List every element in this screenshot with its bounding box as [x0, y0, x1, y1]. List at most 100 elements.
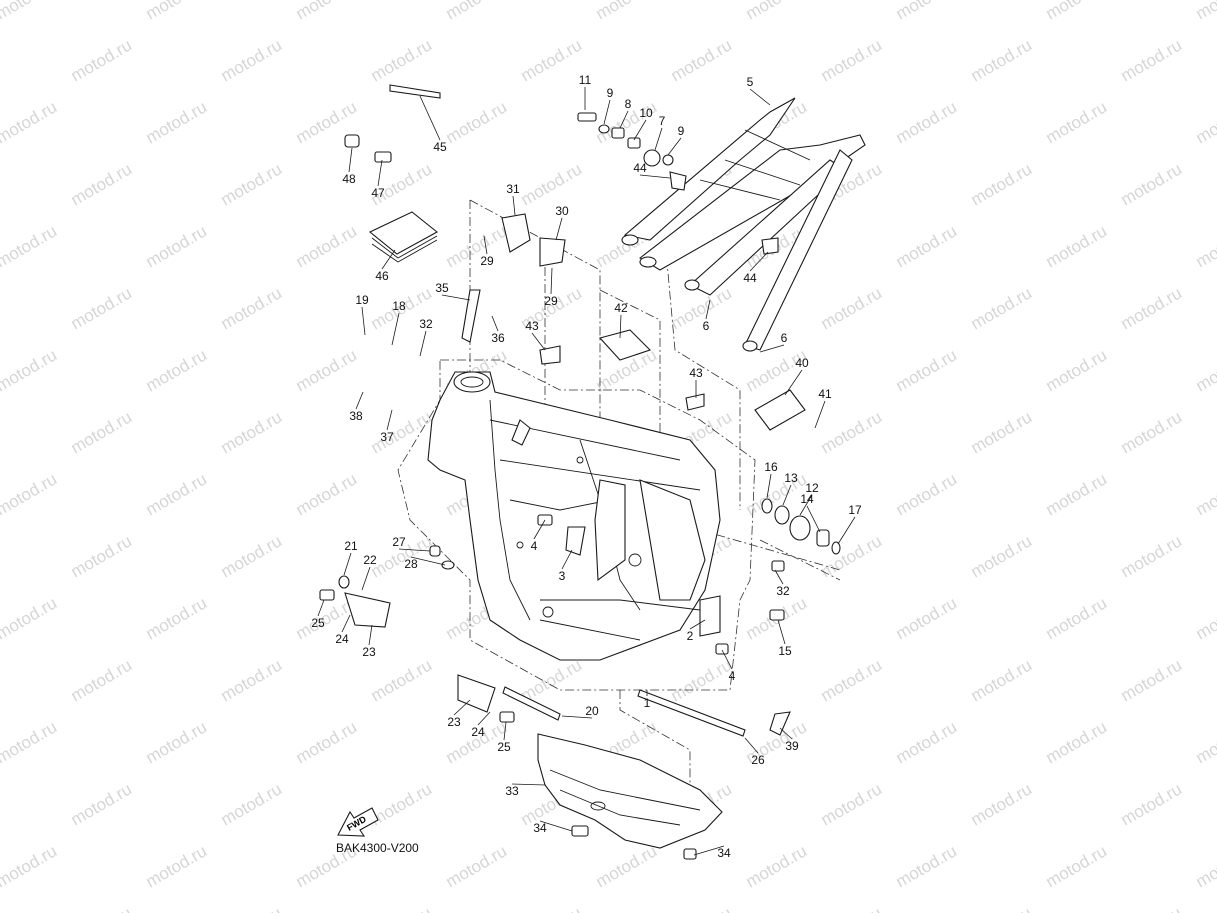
- watermark-text: motod.ru: [818, 779, 886, 829]
- callout-number: 13: [784, 471, 798, 485]
- watermark-text: motod.ru: [1193, 469, 1217, 519]
- watermark-text: motod.ru: [0, 345, 60, 395]
- watermark-text: motod.ru: [368, 655, 436, 705]
- callout-number: 29: [544, 294, 558, 308]
- callout-leader: [410, 556, 446, 566]
- callout-number: 10: [639, 106, 653, 120]
- watermark-text: motod.ru: [0, 469, 60, 519]
- callout-number: 43: [689, 366, 703, 380]
- watermark-text: motod.ru: [68, 779, 136, 829]
- callout-leader: [511, 783, 546, 786]
- callout-number: 28: [404, 557, 418, 571]
- watermark-text: motod.ru: [218, 779, 286, 829]
- watermark-text: motod.ru: [818, 283, 886, 333]
- callout-number: 18: [392, 299, 406, 313]
- watermark-text: motod.ru: [218, 35, 286, 85]
- watermark-text: motod.ru: [443, 0, 511, 23]
- watermark-text: motod.ru: [893, 221, 961, 271]
- watermark-text: motod.ru: [0, 97, 60, 147]
- watermark-text: motod.ru: [968, 779, 1036, 829]
- callout-leader: [477, 711, 491, 726]
- watermark-text: motod.ru: [68, 407, 136, 457]
- watermark-text: motod.ru: [893, 717, 961, 767]
- callout-number: 47: [371, 186, 385, 200]
- watermark-text: motod.ru: [518, 159, 586, 209]
- callout-labels: 1234456678991011121314151617181920212223…: [311, 73, 862, 860]
- callout-leader: [759, 344, 785, 353]
- callout-leader: [806, 505, 821, 533]
- watermark-text: motod.ru: [893, 841, 961, 891]
- watermark-text: motod.ru: [1043, 717, 1111, 767]
- watermark-text: motod.ru: [893, 345, 961, 395]
- callout-number: 35: [435, 281, 449, 295]
- callout-leader: [441, 294, 471, 301]
- callout-number: 7: [659, 114, 666, 128]
- callout-number: 6: [781, 331, 788, 345]
- callout-leader: [782, 484, 792, 506]
- watermark-text: motod.ru: [68, 159, 136, 209]
- callout-leader: [814, 400, 826, 429]
- callout-number: 23: [362, 645, 376, 659]
- callout-leader: [503, 721, 507, 741]
- watermark-text: motod.ru: [218, 531, 286, 581]
- watermark-text: motod.ru: [443, 841, 511, 891]
- callout-leader: [317, 599, 325, 617]
- callout-leader: [689, 619, 706, 630]
- callout-leader: [343, 552, 352, 576]
- watermark-text: motod.ru: [68, 283, 136, 333]
- callout-leader: [391, 312, 400, 346]
- watermark-text: motod.ru: [368, 35, 436, 85]
- callout-number: 11: [579, 73, 592, 87]
- watermark-text: motod.ru: [143, 593, 211, 643]
- watermark-text: motod.ru: [1193, 0, 1217, 23]
- watermark-text: motod.ru: [1193, 221, 1217, 271]
- watermark-text: motod.ru: [893, 0, 961, 23]
- watermark-text: motod.ru: [968, 35, 1036, 85]
- callout-number: 34: [533, 821, 547, 835]
- watermark-text: motod.ru: [1043, 0, 1111, 23]
- callout-number: 44: [743, 271, 757, 285]
- callout-leader: [779, 727, 793, 740]
- watermark-text: motod.ru: [968, 407, 1036, 457]
- watermark-text: motod.ru: [218, 407, 286, 457]
- watermark-text: motod.ru: [1193, 717, 1217, 767]
- callout-leader: [784, 369, 803, 396]
- callout-number: 14: [800, 492, 814, 506]
- watermark-text: motod.ru: [593, 0, 661, 23]
- callout-number: 25: [497, 740, 511, 754]
- watermark-text: motod.ru: [1118, 779, 1186, 829]
- callout-number: 33: [505, 784, 519, 798]
- callout-leader: [705, 299, 711, 320]
- callout-leader: [381, 249, 396, 270]
- watermark-text: motod.ru: [893, 593, 961, 643]
- callout-leader: [603, 99, 611, 125]
- callout-leader: [766, 473, 772, 499]
- callout-number: 32: [776, 584, 790, 598]
- fwd-arrow-icon: FWD: [337, 807, 379, 837]
- callout-number: 34: [717, 846, 731, 860]
- callout-leader: [619, 314, 622, 339]
- callout-leader: [744, 737, 759, 754]
- watermark-text: motod.ru: [368, 779, 436, 829]
- watermark-text: motod.ru: [143, 841, 211, 891]
- watermark-text: motod.ru: [1118, 35, 1186, 85]
- callout-number: 16: [764, 460, 778, 474]
- watermark-text: motod.ru: [893, 469, 961, 519]
- watermark-text: motod.ru: [293, 717, 361, 767]
- callout-leader: [777, 619, 786, 645]
- callout-leader: [749, 88, 771, 106]
- callout-leader: [799, 494, 813, 516]
- watermark-text: motod.ru: [293, 469, 361, 519]
- watermark-text: motod.ru: [1118, 655, 1186, 705]
- callout-leader: [533, 519, 546, 540]
- callout-leader: [633, 119, 647, 141]
- watermark-text: motod.ru: [1043, 841, 1111, 891]
- watermark-text: motod.ru: [368, 159, 436, 209]
- callout-leader: [453, 699, 471, 716]
- callout-number: 37: [380, 430, 394, 444]
- watermark-text: motod.ru: [0, 0, 60, 23]
- callout-leader: [348, 147, 353, 173]
- callout-number: 48: [342, 172, 356, 186]
- watermark-text: motod.ru: [1118, 407, 1186, 457]
